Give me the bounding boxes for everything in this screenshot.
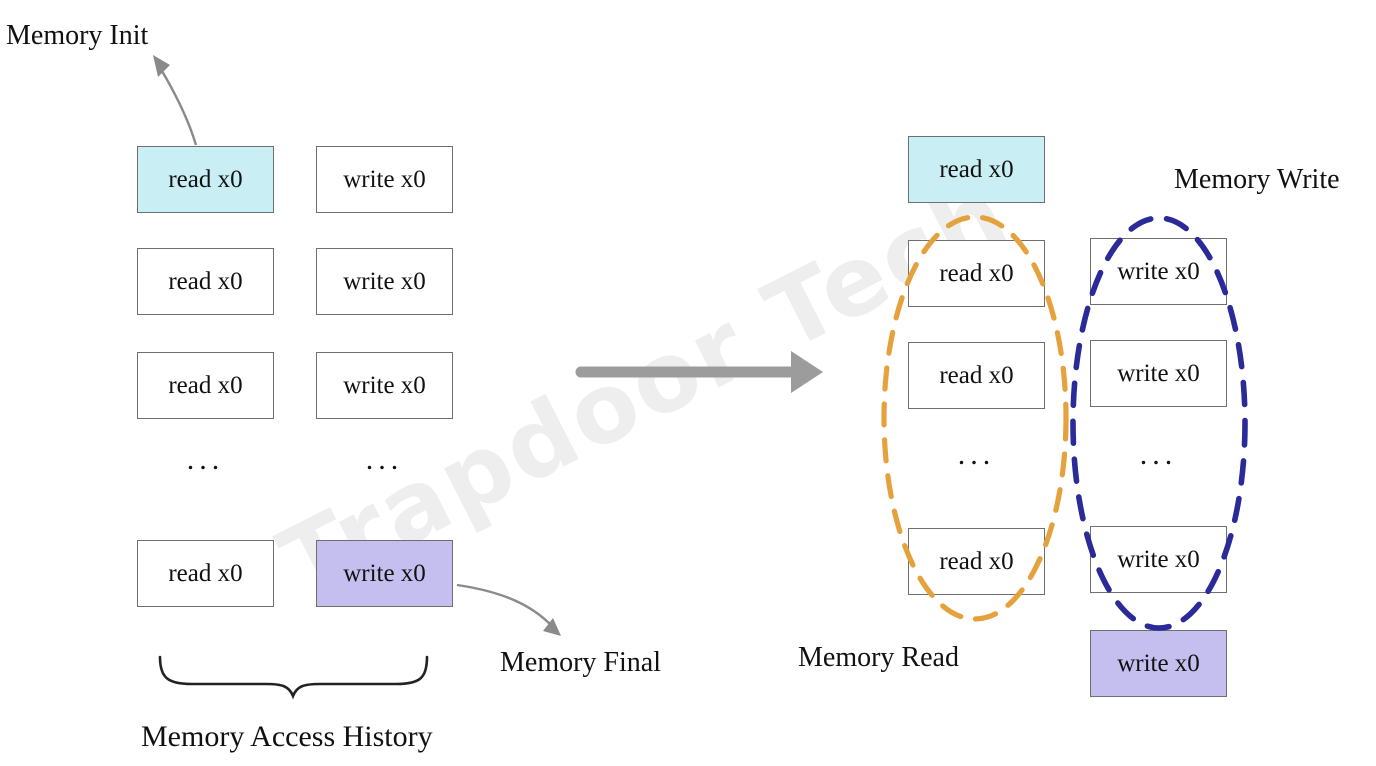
left-read-box-2: read x0 — [137, 248, 274, 315]
memory-init-arrow — [153, 55, 198, 146]
right-read-box-4: read x0 — [908, 528, 1045, 595]
right-read-box-3: read x0 — [908, 342, 1045, 409]
right-write-final-box: write x0 — [1090, 630, 1227, 697]
memory-access-brace — [158, 655, 429, 700]
left-write-box-2: write x0 — [316, 248, 453, 315]
left-write-ellipsis: ... — [365, 443, 404, 476]
label-memory-read: Memory Read — [798, 642, 959, 673]
left-write-box-4: write x0 — [316, 540, 453, 607]
left-read-box-4: read x0 — [137, 540, 274, 607]
label-memory-access-history: Memory Access History — [141, 720, 433, 753]
label-memory-init: Memory Init — [6, 20, 149, 51]
memory-final-arrow — [456, 583, 561, 636]
left-read-box-3: read x0 — [137, 352, 274, 419]
right-write-box-3: write x0 — [1090, 526, 1227, 593]
left-read-ellipsis: ... — [186, 443, 225, 476]
label-memory-write: Memory Write — [1174, 164, 1340, 195]
right-write-box-2: write x0 — [1090, 340, 1227, 407]
right-write-box-1: write x0 — [1090, 238, 1227, 305]
left-read-box-1: read x0 — [137, 146, 274, 213]
right-read-ellipsis: ... — [957, 438, 996, 471]
left-write-box-1: write x0 — [316, 146, 453, 213]
right-write-ellipsis: ... — [1139, 438, 1178, 471]
right-read-box-2: read x0 — [908, 240, 1045, 307]
right-read-box-1: read x0 — [908, 136, 1045, 203]
left-write-box-3: write x0 — [316, 352, 453, 419]
label-memory-final: Memory Final — [500, 647, 661, 678]
